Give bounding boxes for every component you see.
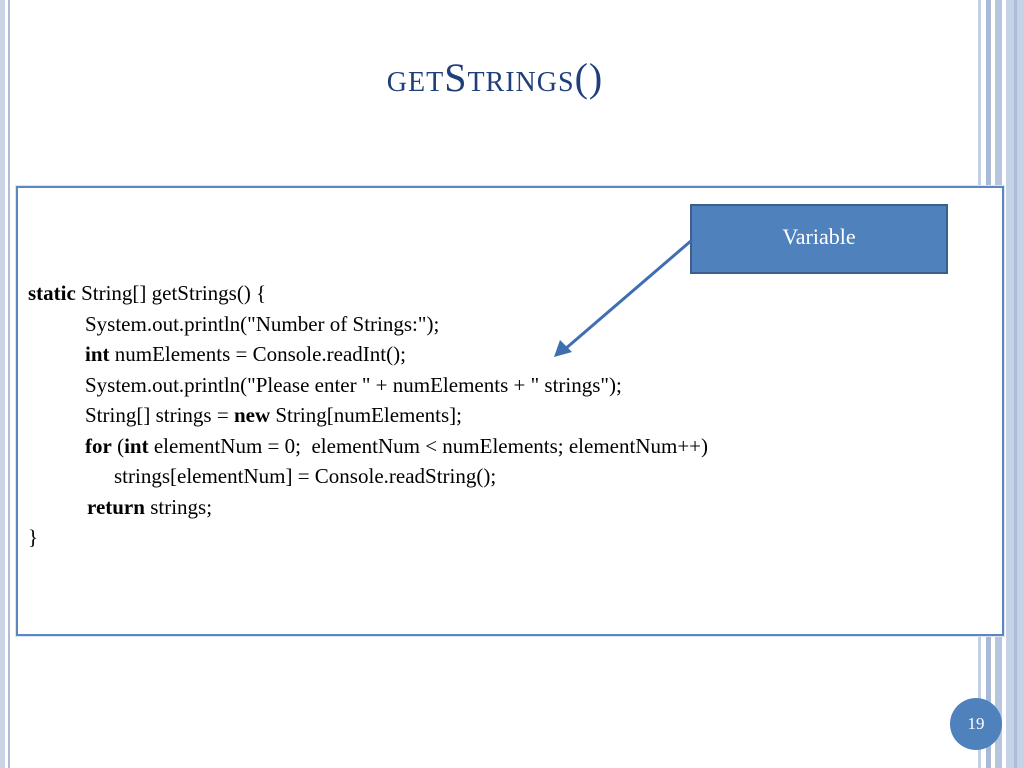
keyword-static: static	[28, 281, 76, 305]
code-text: numElements = Console.readInt();	[109, 342, 406, 366]
keyword-for: for	[85, 433, 112, 458]
code-block: static String[] getStrings() {System.out…	[28, 278, 708, 553]
page-number: 19	[967, 714, 985, 733]
code-text: System.out.println("Please enter " + num…	[85, 372, 622, 397]
code-line-4: System.out.println("Please enter " + num…	[28, 370, 708, 401]
code-line-3: int numElements = Console.readInt();	[28, 339, 708, 370]
code-text: System.out.println("Number of Strings:")…	[85, 311, 440, 336]
keyword-int: int	[85, 342, 110, 366]
code-line-6: for (int elementNum = 0; elementNum < nu…	[28, 431, 708, 462]
slide-title: getStrings()	[386, 55, 604, 100]
code-line-5: String[] strings = new String[numElement…	[28, 400, 708, 431]
code-text: (	[111, 433, 125, 458]
callout-label: Variable	[782, 224, 856, 249]
right-border-stripe	[1014, 0, 1017, 768]
keyword-return: return	[87, 494, 145, 519]
code-text: String[] getStrings() {	[75, 281, 267, 305]
code-text: strings[elementNum] = Console.readString…	[114, 464, 497, 488]
left-border-stripe-thin	[8, 0, 10, 768]
page-number-badge: 19	[950, 698, 1002, 750]
code-line-1: static String[] getStrings() {	[28, 278, 708, 309]
code-line-8: return strings;	[28, 492, 708, 523]
keyword-int: int	[124, 433, 149, 458]
code-line-2: System.out.println("Number of Strings:")…	[28, 309, 708, 340]
keyword-new: new	[233, 403, 271, 427]
left-border-stripe	[0, 0, 5, 768]
code-text: elementNum = 0; elementNum < numElements…	[148, 433, 709, 458]
code-text: String[] strings =	[85, 403, 234, 427]
code-line-7: strings[elementNum] = Console.readString…	[28, 461, 708, 492]
code-text: strings;	[144, 494, 213, 519]
code-text: String[numElements];	[270, 403, 463, 427]
code-line-9: }	[28, 522, 708, 553]
variable-callout-box: Variable	[690, 204, 948, 274]
code-text: }	[28, 525, 39, 549]
